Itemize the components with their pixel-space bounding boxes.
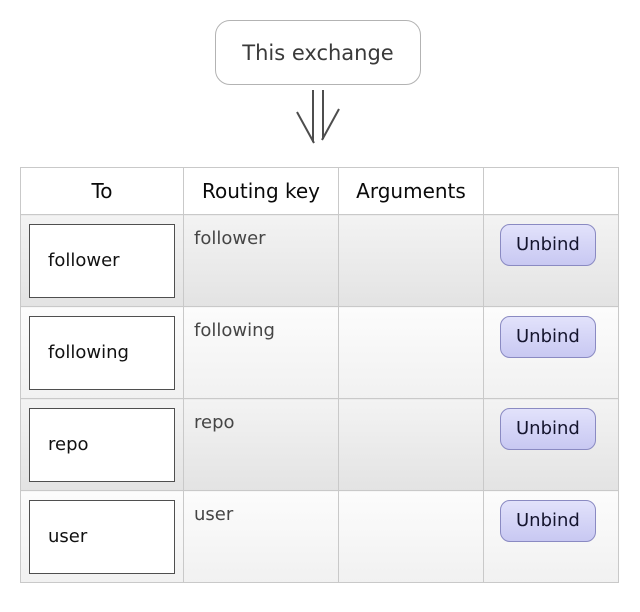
to-cell: repo [20, 398, 184, 491]
unbind-button[interactable]: Unbind [500, 224, 596, 266]
arguments-cell [338, 214, 484, 307]
this-exchange-label: This exchange [242, 40, 394, 65]
queue-name: user [48, 526, 88, 547]
binding-row: repo repo Unbind [20, 398, 619, 491]
queue-node[interactable]: user [29, 499, 175, 574]
queue-node[interactable]: repo [29, 407, 175, 482]
col-header-to: To [20, 167, 184, 215]
routing-key-value: user [194, 504, 234, 525]
binding-row: following following Unbind [20, 306, 619, 399]
col-header-routing-key: Routing key [183, 167, 339, 215]
unbind-cell: Unbind [483, 214, 619, 307]
unbind-button[interactable]: Unbind [500, 316, 596, 358]
bindings-table-header-row: To Routing key Arguments [20, 167, 619, 215]
unbind-cell: Unbind [483, 306, 619, 399]
binding-row: user user Unbind [20, 490, 619, 583]
col-header-actions [483, 167, 619, 215]
to-cell: follower [20, 214, 184, 307]
routing-key-cell: following [183, 306, 339, 399]
down-arrow-icon [296, 90, 340, 144]
this-exchange-node: This exchange [215, 20, 421, 85]
routing-key-cell: repo [183, 398, 339, 491]
queue-name: following [48, 342, 129, 363]
routing-key-value: follower [194, 228, 266, 249]
routing-key-cell: follower [183, 214, 339, 307]
queue-name: repo [48, 434, 89, 455]
arguments-cell [338, 490, 484, 583]
unbind-cell: Unbind [483, 490, 619, 583]
binding-row: follower follower Unbind [20, 214, 619, 307]
queue-name: follower [48, 250, 120, 271]
queue-node[interactable]: following [29, 315, 175, 390]
unbind-button[interactable]: Unbind [500, 408, 596, 450]
col-header-arguments: Arguments [338, 167, 484, 215]
bindings-table: To Routing key Arguments follower follow… [20, 167, 619, 583]
unbind-cell: Unbind [483, 398, 619, 491]
to-cell: user [20, 490, 184, 583]
arguments-cell [338, 306, 484, 399]
routing-key-value: repo [194, 412, 235, 433]
unbind-button[interactable]: Unbind [500, 500, 596, 542]
routing-key-value: following [194, 320, 275, 341]
arguments-cell [338, 398, 484, 491]
to-cell: following [20, 306, 184, 399]
queue-node[interactable]: follower [29, 223, 175, 298]
routing-key-cell: user [183, 490, 339, 583]
